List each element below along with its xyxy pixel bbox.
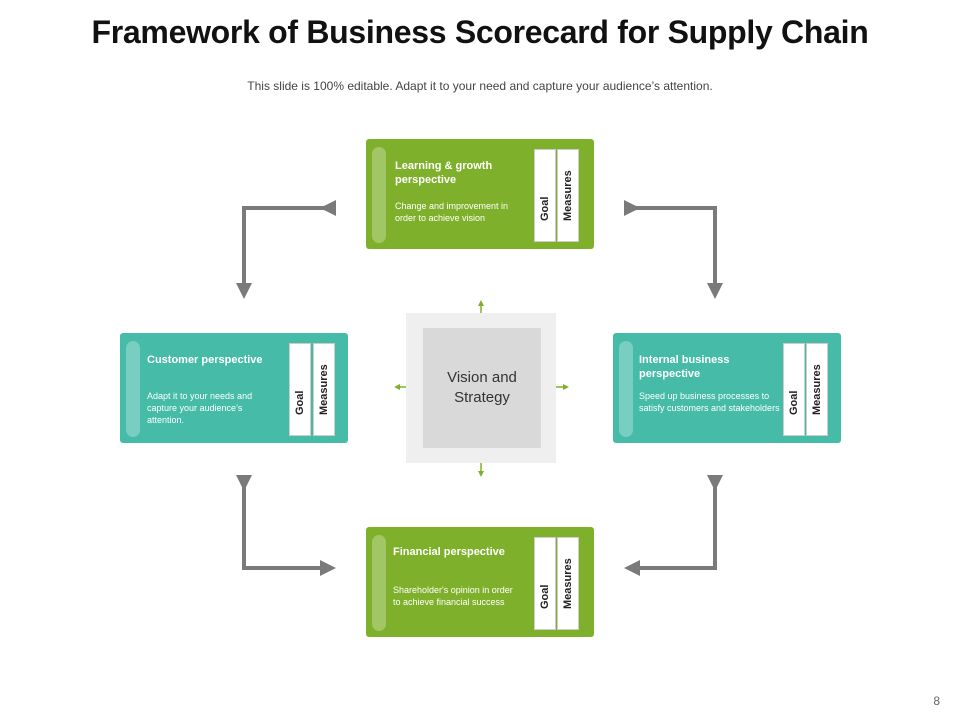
- measures-column: Measures: [557, 149, 579, 242]
- arrow-bottom-left: [236, 475, 336, 576]
- internal-business-description: Speed up business processes to satisfy c…: [639, 391, 780, 413]
- learning-growth-description: Change and improvement in order to achie…: [395, 201, 509, 223]
- financial-description: Shareholder's opinion in order to achiev…: [393, 585, 513, 607]
- goal-label: Goal: [539, 584, 551, 609]
- card-accent-strip: [372, 147, 386, 243]
- arrow-bottom-right: [624, 475, 723, 576]
- page-subtitle: This slide is 100% editable. Adapt it to…: [247, 79, 713, 93]
- internal-business-card: Internal business perspective Speed up b…: [613, 333, 841, 443]
- page-number: 8: [933, 694, 940, 708]
- measures-label: Measures: [562, 558, 574, 609]
- measures-label: Measures: [811, 364, 823, 415]
- card-accent-strip: [372, 535, 386, 631]
- learning-growth-card: Learning & growth perspective Change and…: [366, 139, 594, 249]
- goal-column: Goal: [534, 149, 556, 242]
- customer-description: Adapt it to your needs and capture your …: [147, 391, 253, 425]
- goal-label: Goal: [539, 196, 551, 221]
- vision-label-line1: Vision and: [447, 369, 517, 386]
- measures-column: Measures: [806, 343, 828, 436]
- arrow-top-left: [236, 200, 336, 299]
- card-accent-strip: [126, 341, 140, 437]
- customer-heading: Customer perspective: [147, 354, 263, 366]
- measures-column: Measures: [313, 343, 335, 436]
- vision-strategy-box: Vision and Strategy: [423, 328, 541, 448]
- measures-column: Measures: [557, 537, 579, 630]
- financial-heading: Financial perspective: [393, 546, 505, 558]
- internal-business-heading: Internal business perspective: [639, 354, 730, 380]
- goal-column: Goal: [289, 343, 311, 436]
- card-accent-strip: [619, 341, 633, 437]
- learning-growth-heading: Learning & growth perspective: [395, 160, 493, 186]
- arrow-top-right: [624, 200, 723, 299]
- vision-strategy-frame: Vision and Strategy: [406, 313, 556, 463]
- goal-label: Goal: [294, 390, 306, 415]
- customer-card: Customer perspective Adapt it to your ne…: [120, 333, 348, 443]
- goal-column: Goal: [534, 537, 556, 630]
- financial-card: Financial perspective Shareholder's opin…: [366, 527, 594, 637]
- vision-label-line2: Strategy: [454, 389, 510, 406]
- measures-label: Measures: [562, 170, 574, 221]
- goal-column: Goal: [783, 343, 805, 436]
- measures-label: Measures: [318, 364, 330, 415]
- goal-label: Goal: [788, 390, 800, 415]
- page-title: Framework of Business Scorecard for Supp…: [91, 14, 869, 50]
